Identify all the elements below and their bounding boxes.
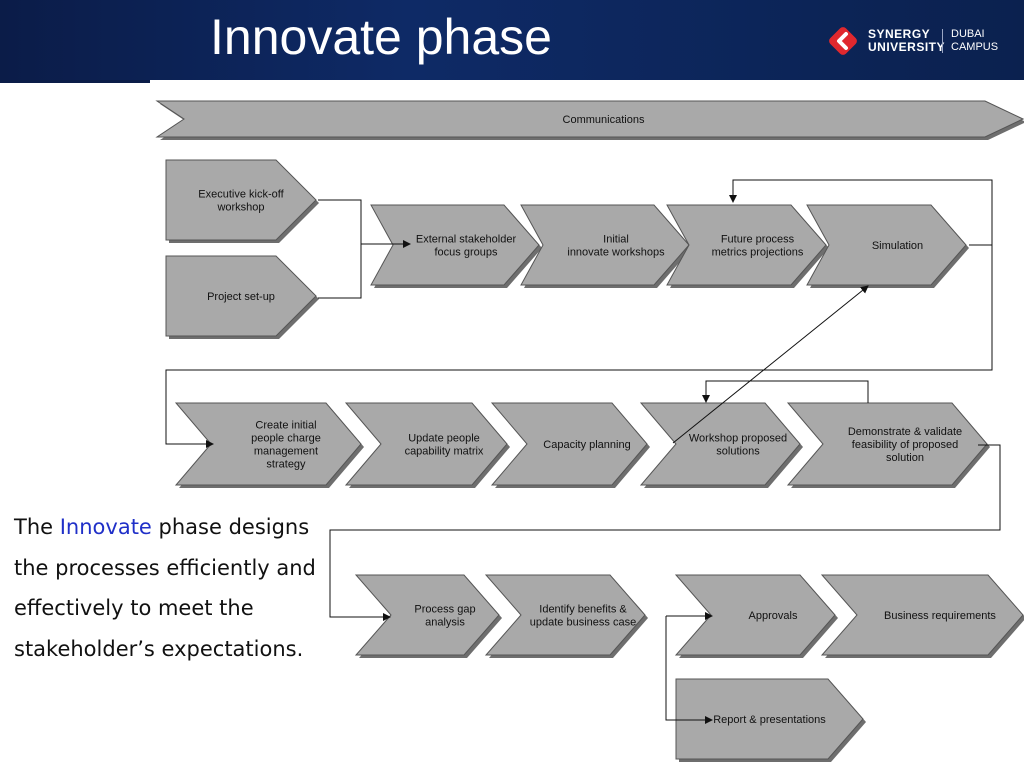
step-initial-innovate-workshops-label: Initial <box>603 234 629 246</box>
step-create-initial-people-charge-management-strategy-label: strategy <box>266 459 306 471</box>
phase-description: The Innovate phase designs the processes… <box>14 507 324 669</box>
logo-campus-line2: CAMPUS <box>951 41 999 53</box>
step-simulation-label: Simulation <box>872 240 923 252</box>
step-demonstrate-validate-feasibility-of-proposed-solution-label: solution <box>886 452 924 464</box>
step-executive-kick-off-workshop-label: Executive kick-off <box>198 189 284 201</box>
connector-validate-loop <box>702 380 869 403</box>
step-update-people-capability-matrix-label: Update people <box>408 433 480 445</box>
step-project-set-up: Project set-up <box>165 255 319 339</box>
step-external-stakeholder-focus-groups-label: focus groups <box>435 247 498 259</box>
step-report-presentations: Report & presentations <box>675 678 866 762</box>
step-demonstrate-validate-feasibility-of-proposed-solution-label: Demonstrate & validate <box>848 426 962 438</box>
synergy-logo-icon <box>829 27 857 55</box>
caption-highlight: Innovate <box>59 515 152 539</box>
step-identify-benefits-update-business-case: Identify benefits &update business case <box>484 574 648 658</box>
step-executive-kick-off-workshop-label: workshop <box>216 202 264 214</box>
communications-band-label: Communications <box>563 114 645 126</box>
connector-inputs-bracket <box>318 199 362 299</box>
logo-campus: DUBAI CAMPUS <box>951 28 998 54</box>
connector-row2-to-row3 <box>329 444 1001 621</box>
logo-line1: SYNERGY <box>868 27 931 41</box>
connector-to-report <box>665 616 713 724</box>
step-business-requirements-label: Business requirements <box>884 610 996 622</box>
logo-wordmark: SYNERGY UNIVERSITY <box>868 28 945 54</box>
step-future-process-metrics-projections-label: Future process <box>721 234 795 246</box>
step-simulation: Simulation <box>806 204 969 288</box>
step-external-stakeholder-focus-groups-label: External stakeholder <box>416 234 517 246</box>
step-update-people-capability-matrix-label: capability matrix <box>405 446 484 458</box>
logo-line2: UNIVERSITY <box>868 40 946 54</box>
step-workshop-proposed-solutions-label: Workshop proposed <box>689 433 787 445</box>
step-project-set-up-label: Project set-up <box>207 291 275 303</box>
step-future-process-metrics-projections-label: metrics projections <box>712 247 804 259</box>
step-business-requirements: Business requirements <box>820 574 1024 658</box>
step-create-initial-people-charge-management-strategy-label: management <box>254 446 318 458</box>
step-create-initial-people-charge-management-strategy-label: people charge <box>251 433 321 445</box>
connector-row1-to-row2 <box>165 245 993 448</box>
step-process-gap-analysis-label: Process gap <box>414 604 475 616</box>
step-report-presentations-label: Report & presentations <box>713 714 826 726</box>
step-identify-benefits-update-business-case-label: Identify benefits & <box>539 604 627 616</box>
step-process-gap-analysis-label: analysis <box>425 617 465 629</box>
logo-divider <box>942 29 943 53</box>
communications-band: Communications <box>155 100 1024 140</box>
step-approvals: Approvals <box>674 574 838 658</box>
step-identify-benefits-update-business-case-label: update business case <box>530 617 636 629</box>
caption-pre: The <box>14 515 60 539</box>
step-initial-innovate-workshops-label: innovate workshops <box>567 247 665 259</box>
step-demonstrate-validate-feasibility-of-proposed-solution-label: feasibility of proposed <box>852 439 958 451</box>
header-accent-bar <box>0 80 150 83</box>
step-approvals-label: Approvals <box>749 610 798 622</box>
step-create-initial-people-charge-management-strategy-label: Create initial <box>255 420 316 432</box>
logo-campus-line1: DUBAI <box>951 28 985 40</box>
step-capacity-planning: Capacity planning <box>490 402 650 488</box>
caption-post: phase designs the processes efficiently … <box>14 515 316 661</box>
step-workshop-proposed-solutions-label: solutions <box>716 446 760 458</box>
connector-workshop-to-simulation <box>672 285 869 444</box>
slide-title: Innovate phase <box>210 9 552 65</box>
step-capacity-planning-label: Capacity planning <box>543 439 630 451</box>
connector-simulation-loop <box>729 179 993 246</box>
